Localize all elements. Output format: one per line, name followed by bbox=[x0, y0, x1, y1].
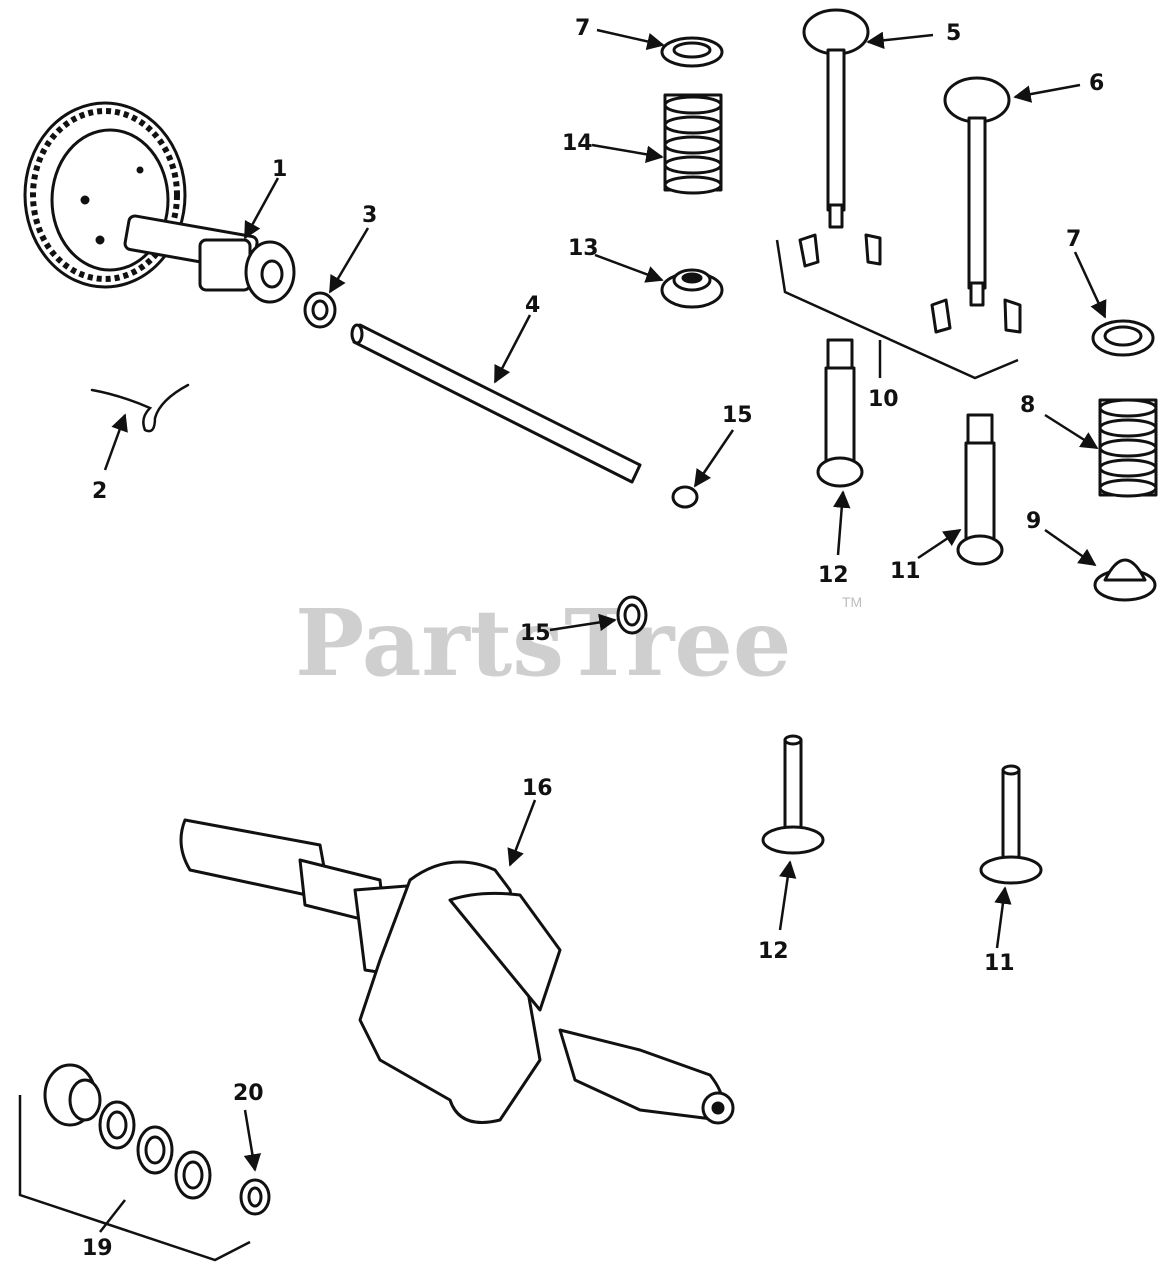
callout-11-upper: 11 bbox=[890, 559, 921, 584]
part-16-crankshaft[interactable] bbox=[179, 818, 735, 1125]
callout-14: 14 bbox=[562, 131, 593, 156]
part-10-keepers[interactable] bbox=[775, 233, 1022, 380]
part-2-spring[interactable] bbox=[90, 383, 190, 433]
watermark: PartsTree bbox=[295, 589, 791, 697]
part-12-tappet-lower[interactable] bbox=[761, 734, 825, 855]
callout-12-lower: 12 bbox=[758, 939, 789, 964]
callout-3: 3 bbox=[362, 203, 377, 228]
callout-6: 6 bbox=[1089, 71, 1104, 96]
callout-20: 20 bbox=[233, 1081, 264, 1106]
callout-2: 2 bbox=[92, 479, 107, 504]
part-7-retainer-upper[interactable] bbox=[660, 36, 724, 68]
part-15-bushing-upper[interactable] bbox=[671, 485, 699, 509]
callout-16: 16 bbox=[522, 776, 553, 801]
part-3-washer[interactable] bbox=[303, 291, 337, 329]
callout-7-right: 7 bbox=[1066, 227, 1081, 252]
part-5-valve[interactable] bbox=[802, 8, 870, 229]
callout-11-lower: 11 bbox=[984, 951, 1015, 976]
part-19-bearing-set[interactable] bbox=[18, 1063, 251, 1262]
part-11-tappet-lower[interactable] bbox=[979, 764, 1043, 885]
callout-19: 19 bbox=[82, 1236, 113, 1261]
part-9-cap[interactable] bbox=[1093, 558, 1157, 602]
part-7-retainer-right[interactable] bbox=[1091, 319, 1155, 357]
part-8-spring[interactable] bbox=[1098, 398, 1158, 498]
part-4-shaft[interactable] bbox=[350, 323, 642, 484]
callouts: 1 2 3 4 5 6 7 7 8 9 10 11 11 12 12 13 14… bbox=[82, 16, 1104, 1261]
part-13-retainer[interactable] bbox=[660, 268, 724, 309]
callout-9: 9 bbox=[1026, 509, 1041, 534]
watermark-trademark: TM bbox=[842, 594, 862, 610]
callout-7-upper: 7 bbox=[575, 16, 590, 41]
callout-8: 8 bbox=[1020, 393, 1035, 418]
part-11-tappet-upper[interactable] bbox=[956, 413, 1004, 566]
callout-4: 4 bbox=[525, 293, 540, 318]
part-6-valve[interactable] bbox=[943, 76, 1011, 307]
leader-lines bbox=[99, 28, 1107, 1233]
part-1-camshaft[interactable] bbox=[23, 101, 296, 304]
part-14-valve-spring[interactable] bbox=[663, 93, 723, 195]
part-20-snap-ring[interactable] bbox=[239, 1178, 271, 1216]
callout-1: 1 bbox=[272, 157, 287, 182]
callout-10: 10 bbox=[868, 387, 899, 412]
callout-5: 5 bbox=[946, 21, 961, 46]
part-15-bushing-lower[interactable] bbox=[616, 595, 648, 635]
callout-15-upper: 15 bbox=[722, 403, 753, 428]
callout-12-upper: 12 bbox=[818, 563, 849, 588]
callout-15-lower: 15 bbox=[520, 621, 551, 646]
part-12-tappet-upper[interactable] bbox=[816, 338, 864, 488]
callout-13: 13 bbox=[568, 236, 599, 261]
